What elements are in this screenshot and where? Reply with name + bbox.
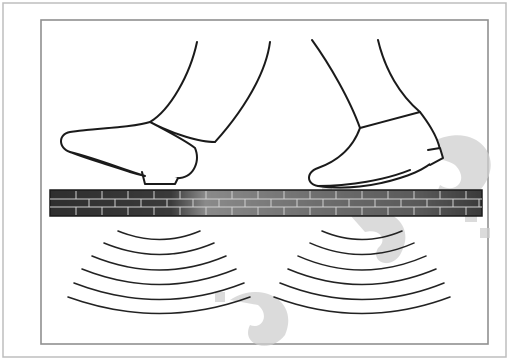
floor-strip (50, 190, 482, 216)
